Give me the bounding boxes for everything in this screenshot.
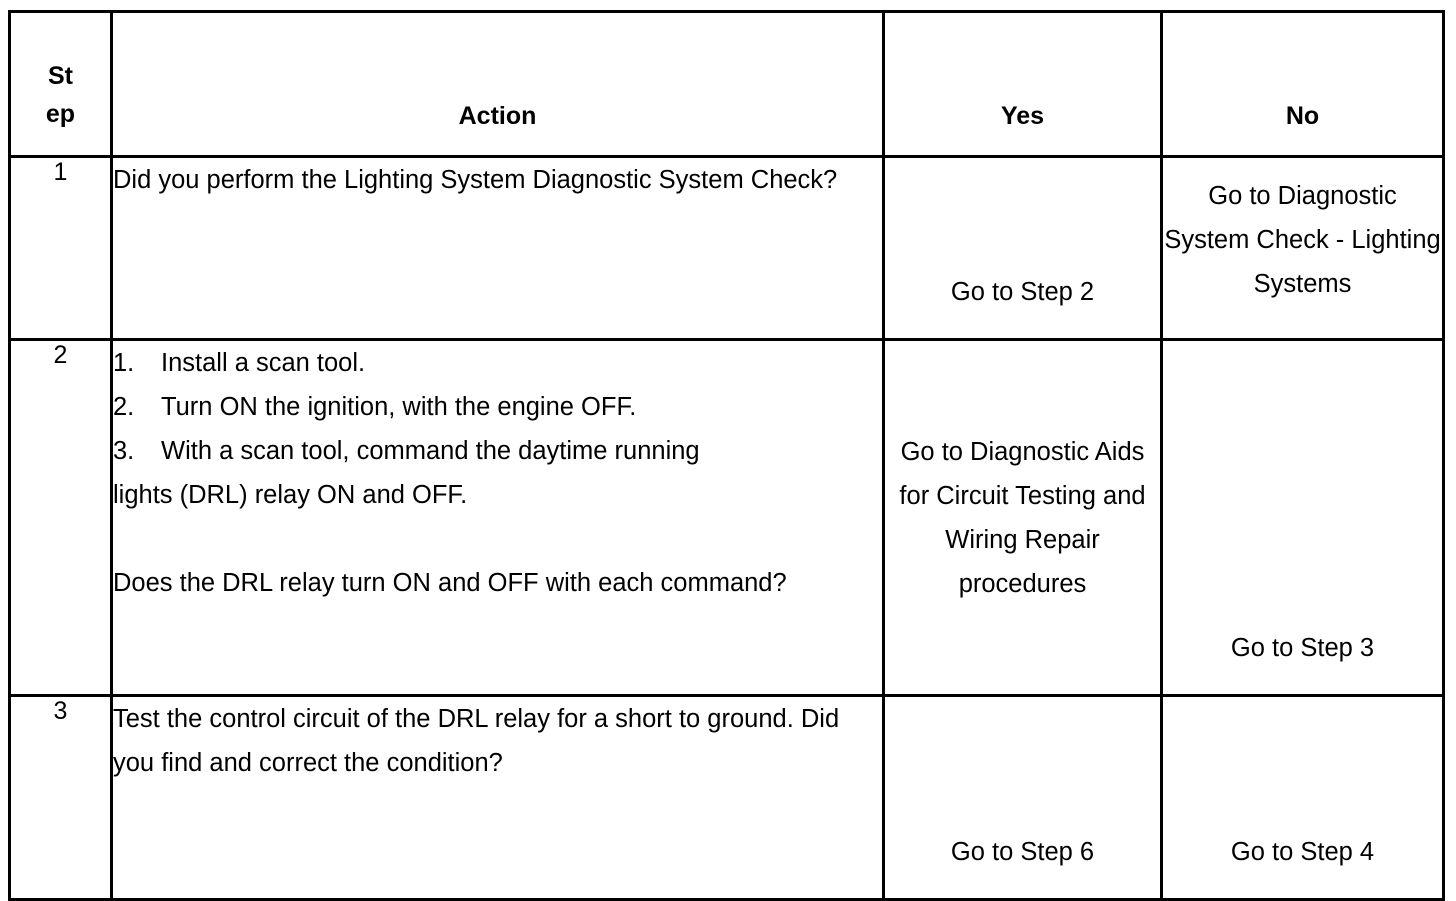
action-paragraph: Test the control circuit of the DRL rela… [113, 705, 840, 777]
column-header-step-line2: ep [45, 100, 76, 128]
list-item: 1. Install a scan tool. [113, 341, 882, 385]
step-number-cell: 2 [8, 338, 113, 697]
action-paragraph: Did you perform the Lighting System Diag… [113, 166, 838, 194]
no-cell: Go to Step 4 [1160, 694, 1445, 901]
column-header-step: St ep [8, 10, 113, 158]
list-item-text: Install a scan tool. [161, 349, 366, 377]
table-row: 3 Test the control circuit of the DRL re… [8, 694, 1445, 901]
diagnostic-procedure-table: St ep Action Yes No [8, 10, 1445, 901]
list-item: 3. With a scan tool, command the daytime… [113, 429, 882, 473]
list-item: 2. Turn ON the ignition, with the engine… [113, 385, 882, 429]
column-header-step-line1: St [48, 62, 73, 90]
page-root: St ep Action Yes No [8, 10, 1445, 901]
column-header-yes-label: Yes [1000, 102, 1045, 130]
action-cell: Test the control circuit of the DRL rela… [110, 694, 885, 901]
step-number-cell: 3 [8, 694, 113, 901]
step-number-cell: 1 [8, 155, 113, 341]
action-numbered-list: 1. Install a scan tool. 2. Turn ON the i… [113, 341, 882, 473]
yes-cell: Go to Diagnostic Aids for Circuit Testin… [882, 338, 1163, 697]
column-header-action-label: Action [458, 102, 537, 130]
column-header-yes: Yes [882, 10, 1163, 158]
action-spacer [113, 517, 882, 561]
yes-cell: Go to Step 6 [882, 694, 1163, 901]
column-header-action: Action [110, 10, 885, 158]
list-item-number: 2. [113, 393, 135, 421]
no-cell: Go to Diagnostic System Check - Lighting… [1160, 155, 1445, 341]
yes-cell: Go to Step 2 [882, 155, 1163, 341]
list-item-text: Turn ON the ignition, with the engine OF… [161, 393, 637, 421]
list-item-number: 1. [113, 349, 135, 377]
action-cell: 1. Install a scan tool. 2. Turn ON the i… [110, 338, 885, 697]
action-question: Does the DRL relay turn ON and OFF with … [113, 569, 787, 597]
table-row: 1 Did you perform the Lighting System Di… [8, 155, 1445, 341]
table-header-row: St ep Action Yes No [8, 10, 1445, 158]
action-cell: Did you perform the Lighting System Diag… [110, 155, 885, 341]
no-cell: Go to Step 3 [1160, 338, 1445, 697]
column-header-no: No [1160, 10, 1445, 158]
table-row: 2 1. Install a scan tool. 2. Turn ON the… [8, 338, 1445, 697]
column-header-no-label: No [1285, 102, 1320, 130]
list-item-text: With a scan tool, command the daytime ru… [161, 437, 700, 465]
list-item-number: 3. [113, 437, 135, 465]
action-list-continuation: lights (DRL) relay ON and OFF. [113, 481, 468, 509]
